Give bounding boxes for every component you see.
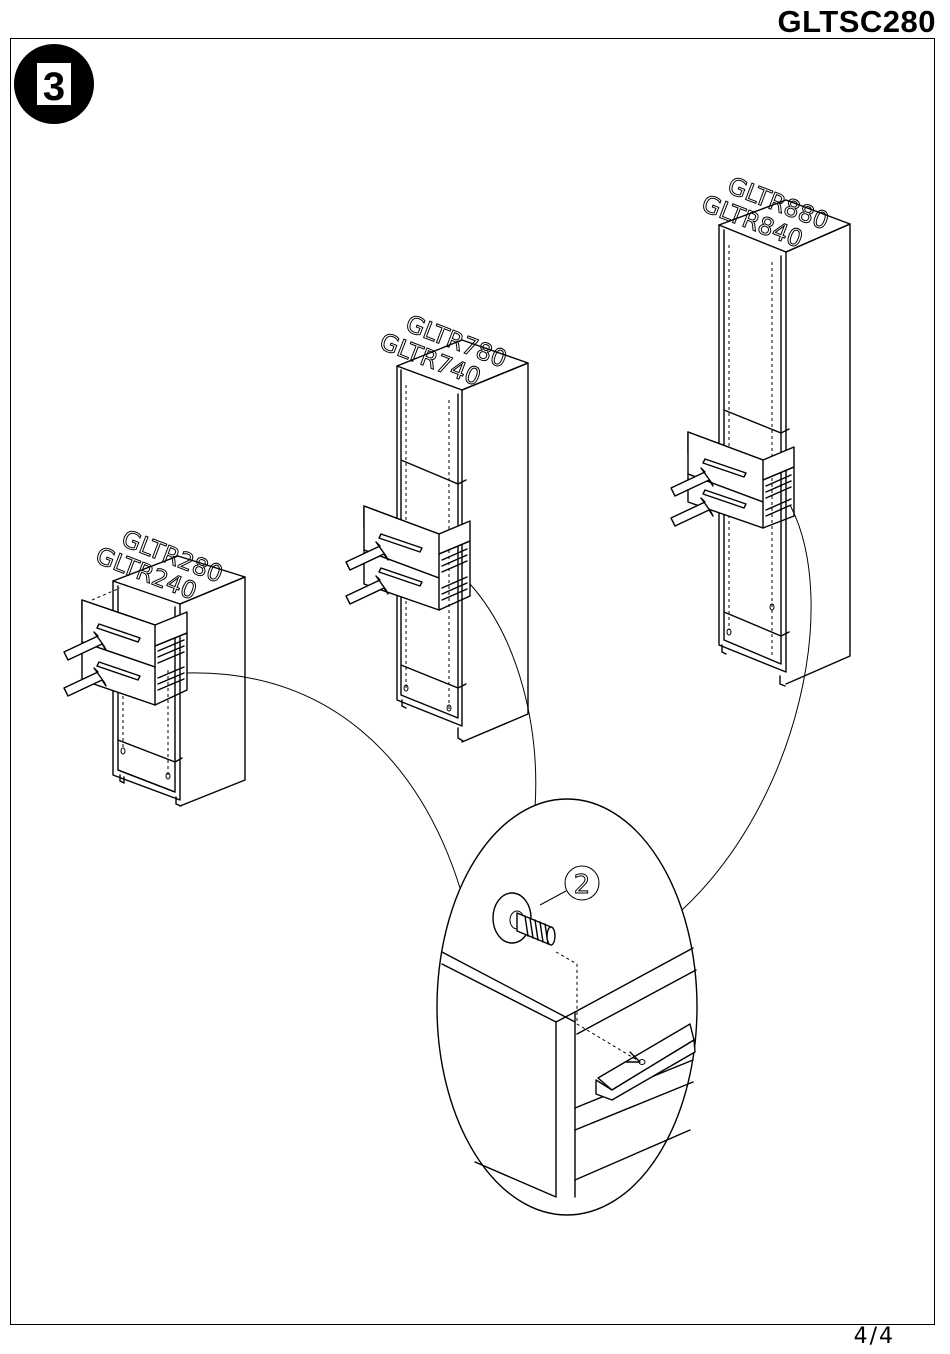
detail-view: 2 [437,799,697,1215]
cabinet-small: GLTR280 GLTR240 [64,524,245,806]
leader-line-1 [187,673,460,888]
leader-line-3 [682,505,811,910]
cabinet-medium: GLTR780 GLTR740 [346,309,528,742]
leader-line-2 [470,584,536,808]
page-number: 4/4 [854,1324,895,1349]
cabinet-tall: GLTR880 GLTR840 [671,171,850,686]
part-number: 2 [574,870,591,900]
